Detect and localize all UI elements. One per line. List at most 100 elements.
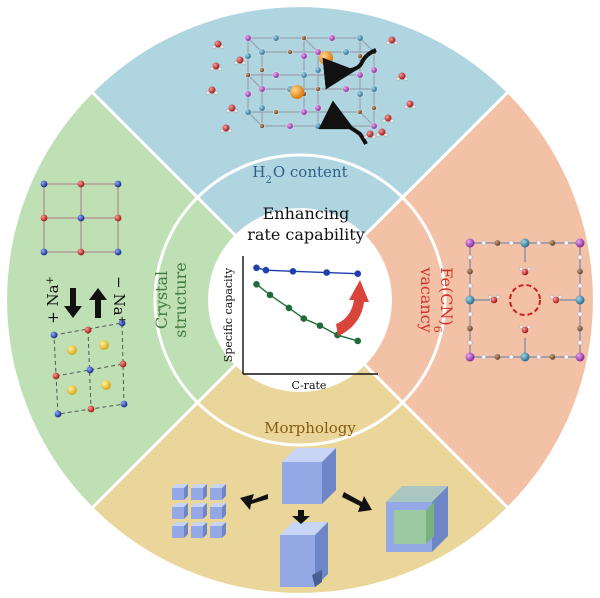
lattice-atom <box>494 354 501 361</box>
water-hydrogen <box>496 295 500 299</box>
small-cube-front <box>172 526 184 538</box>
svg-text:Fe(CN)6: Fe(CN)6 <box>432 267 457 332</box>
small-cube-side <box>184 484 188 500</box>
water-hydrogen <box>384 132 389 137</box>
inner-ring-border <box>153 153 447 447</box>
chart-point <box>262 266 270 274</box>
lattice-atom <box>52 372 60 380</box>
improvement-arrow-icon <box>336 280 369 336</box>
lattice-atom <box>258 104 266 112</box>
chart-point <box>323 269 331 276</box>
cube-core-shell <box>386 486 448 552</box>
water-hydrogen <box>217 66 222 71</box>
lattice-atom <box>259 67 265 73</box>
lattice-atom <box>300 108 308 116</box>
chart-y-label: Specific capacity <box>222 267 235 362</box>
lattice-atom <box>357 109 363 115</box>
lattice-atom <box>494 239 501 246</box>
small-cube-top <box>191 484 207 488</box>
lattice-atom <box>314 66 322 74</box>
small-cube-side <box>184 522 188 538</box>
arrow-up-icon <box>89 288 107 318</box>
lattice-atom <box>467 254 473 260</box>
lattice-atom <box>356 34 364 42</box>
lattice-atom <box>536 354 542 360</box>
water-hydrogen <box>233 108 238 113</box>
lattice-atom <box>87 405 95 413</box>
lattice-atom <box>467 340 473 346</box>
svg-text:vacancy: vacancy <box>417 266 436 332</box>
lattice-atom <box>114 180 122 188</box>
lattice-atom <box>54 410 62 418</box>
water-oxygen <box>521 326 529 334</box>
label-minus-na: − Na+ <box>110 276 128 324</box>
lattice-atom <box>577 325 584 332</box>
arrow-left-icon <box>240 494 268 510</box>
lattice-atom <box>314 104 322 112</box>
water-hydrogen <box>404 104 409 109</box>
lattice-atom <box>549 239 556 246</box>
chart-point <box>285 304 293 312</box>
small-cube-front <box>210 507 222 519</box>
water-oxygen <box>212 62 220 70</box>
lattice-atom <box>314 48 322 56</box>
chart-point <box>253 264 260 272</box>
small-cube-top <box>191 503 207 507</box>
small-cube-top <box>172 484 188 488</box>
lattice-atom <box>287 49 293 55</box>
water-hydrogen <box>404 76 409 81</box>
lattice-atom <box>315 86 321 92</box>
water-oxygen <box>236 56 244 64</box>
chart-point <box>354 270 362 278</box>
rate-capability-chart: Specific capacity C-rate <box>222 256 378 392</box>
lattice-atom <box>77 180 85 188</box>
center-title-line2: rate capability <box>247 225 365 244</box>
label-h2o-content: H2O content <box>252 163 347 186</box>
water-hydrogen <box>227 128 232 133</box>
arrow-down-icon <box>64 288 82 318</box>
svg-text:structure: structure <box>171 262 190 337</box>
lattice-atom <box>467 311 473 317</box>
water-hydrogen <box>209 66 214 71</box>
lattice-atom <box>575 352 585 362</box>
water-oxygen <box>228 104 236 112</box>
water-hydrogen <box>519 267 523 271</box>
lattice-atom <box>258 48 266 56</box>
small-cube-front <box>210 526 222 538</box>
water-hydrogen <box>527 325 531 329</box>
small-cube-top <box>172 522 188 526</box>
h2o-crystal-illustration <box>205 34 417 145</box>
chart-point <box>300 315 308 322</box>
sodium-ion <box>101 380 111 390</box>
chart-x-label: C-rate <box>292 379 327 392</box>
lattice-atom <box>40 214 48 222</box>
lattice-atom <box>272 71 280 79</box>
chart-point <box>289 268 297 275</box>
sodium-ion <box>99 340 109 350</box>
lattice-atom <box>549 354 556 361</box>
label-crystal-structure: Crystal structure <box>152 262 190 337</box>
lattice-atom <box>342 85 350 93</box>
lattice-atom <box>328 34 336 42</box>
lattice-atom <box>577 340 583 346</box>
lattice-atom <box>244 52 252 60</box>
lattice-atom <box>575 238 585 248</box>
lattice-atom <box>272 34 280 42</box>
chart-point <box>316 322 324 329</box>
svg-text:Crystal: Crystal <box>152 271 171 329</box>
lattice-atom <box>370 66 378 74</box>
lattice-atom <box>508 354 514 360</box>
lattice-atom <box>77 214 85 222</box>
sector-crystal-structure <box>4 89 303 511</box>
small-cube-side <box>203 484 207 500</box>
water-hydrogen <box>364 134 369 139</box>
water-hydrogen <box>488 295 492 299</box>
water-hydrogen <box>241 61 246 66</box>
lattice-atom <box>481 354 487 360</box>
water-oxygen <box>490 296 498 304</box>
arrow-down-small-icon <box>292 510 310 524</box>
small-cube-side <box>222 503 226 519</box>
water-oxygen <box>222 124 230 132</box>
cube-etched <box>280 522 328 587</box>
arrow-right-icon <box>342 492 372 512</box>
